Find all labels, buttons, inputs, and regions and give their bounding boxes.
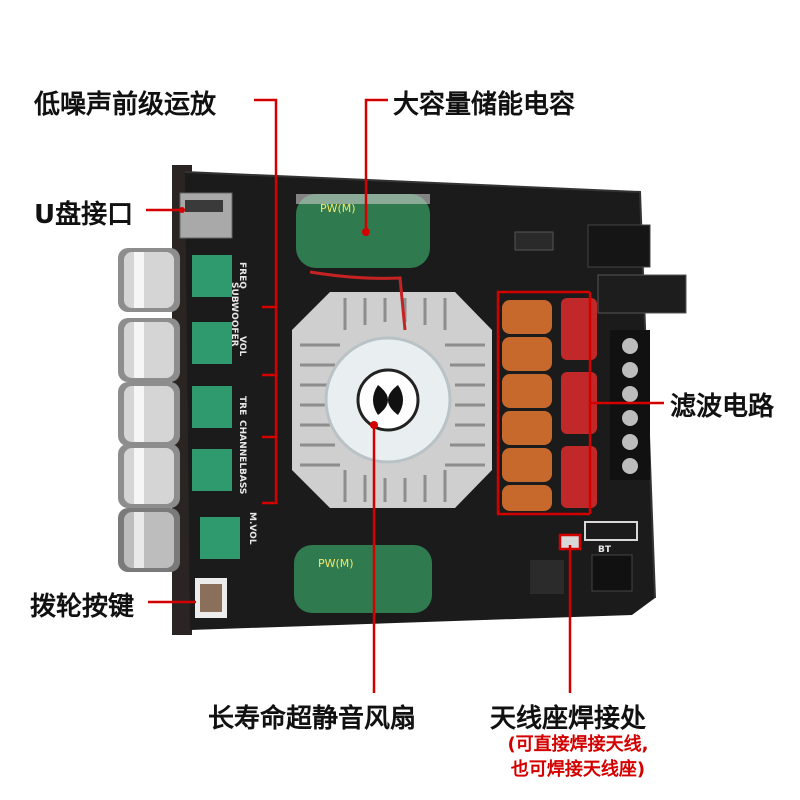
- knob-3: [118, 382, 180, 446]
- power-terminal: [597, 274, 687, 314]
- knob-2: [118, 318, 180, 382]
- fan: [324, 336, 452, 464]
- silk-mvol: M.VOL: [247, 512, 257, 545]
- filter-capacitors: [561, 298, 597, 508]
- pointer-dot-usb: [179, 207, 185, 213]
- speaker-terminals: [610, 330, 650, 480]
- silk-bt: BT: [598, 545, 612, 555]
- label-wheel: 拨轮按键: [30, 592, 135, 622]
- silk-bass: BASS: [237, 468, 247, 494]
- pointer-dot-cap: [362, 228, 370, 236]
- knob-1: [118, 248, 180, 312]
- cap-marking-top: PW(M): [320, 202, 356, 215]
- silk-subwoofer: SUBWOOFER: [229, 282, 239, 347]
- usb-port: [179, 192, 233, 239]
- label-antenna: 天线座焊接处: [490, 704, 647, 734]
- fan-wire: [309, 270, 407, 331]
- label-antenna-note-1: (可直接焊接天线,: [507, 734, 649, 755]
- diode: [514, 231, 554, 251]
- bt-module-chip: [530, 560, 564, 594]
- label-filter: 滤波电路: [670, 392, 775, 422]
- potentiometer-4: [192, 449, 232, 491]
- pointer-dot-fan: [370, 421, 378, 429]
- label-capacitor: 大容量储能电容: [393, 90, 576, 120]
- antenna-pad: [561, 535, 579, 549]
- bt-antenna-trace: [584, 521, 638, 541]
- potentiometer-2: [192, 322, 232, 364]
- power-jack: [587, 224, 651, 268]
- label-usb: U盘接口: [34, 200, 134, 230]
- silk-freq: FREQ: [237, 262, 247, 289]
- silk-vol: VOL: [237, 336, 247, 356]
- wheel-switch: [195, 578, 227, 618]
- silk-tre: TRE: [237, 396, 247, 415]
- knob-5: [118, 508, 180, 572]
- capacitor-bottom: PW(M): [294, 545, 432, 613]
- cap-marking-bottom: PW(M): [318, 557, 354, 570]
- knob-4: [118, 444, 180, 508]
- potentiometer-1: [192, 255, 232, 297]
- label-preamp: 低噪声前级运放: [34, 90, 217, 120]
- pointer-lines: [146, 98, 664, 693]
- potentiometer-5: [200, 517, 240, 559]
- label-fan: 长寿命超静音风扇: [208, 704, 417, 734]
- silk-channel: CHANNEL: [237, 420, 247, 468]
- audio-jack: [591, 554, 633, 592]
- filter-inductors: [502, 300, 552, 511]
- label-antenna-note-2: 也可焊接天线座): [510, 759, 646, 780]
- potentiometer-3: [192, 386, 232, 428]
